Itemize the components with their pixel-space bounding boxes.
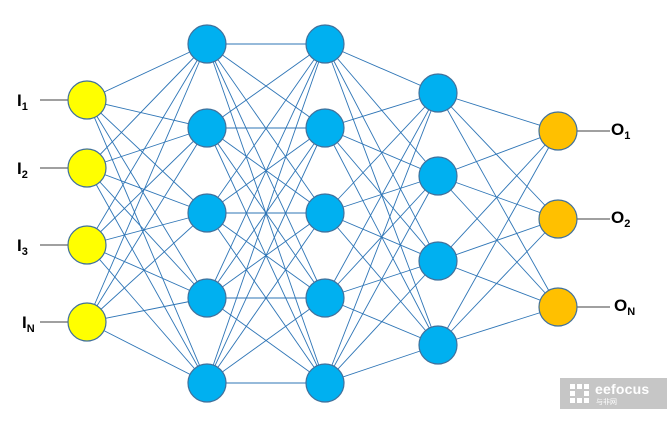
output-node-oN <box>538 287 578 327</box>
hidden-2-node-h2e <box>305 363 345 403</box>
hidden-2-node-h2c <box>305 193 345 233</box>
hidden-2-node-h2b <box>305 108 345 148</box>
output-label-oN: ON <box>614 296 635 318</box>
connection-h3a-oN <box>437 92 559 308</box>
input-label-i1: I1 <box>17 91 28 113</box>
connection-h3a-o2 <box>437 92 559 220</box>
connection-i2-h1d <box>86 167 208 299</box>
output-label-o1: O1 <box>611 120 630 142</box>
connection-i1-h1c <box>86 99 208 214</box>
output-label-o2: O2 <box>611 208 630 230</box>
connection-h2a-h3a <box>324 43 439 94</box>
connection-i3-h1c <box>86 212 208 246</box>
connection-h2e-h3d <box>324 344 439 384</box>
connections <box>86 43 559 384</box>
connection-h2c-h3a <box>324 92 439 214</box>
connection-h3a-o1 <box>437 92 559 132</box>
connection-h3c-o1 <box>437 130 559 262</box>
connection-iN-h1d <box>86 297 208 323</box>
hidden-3-node-h3a <box>418 73 458 113</box>
nodes <box>67 24 578 403</box>
hidden-3-node-h3b <box>418 156 458 196</box>
connection-h3d-oN <box>437 306 559 346</box>
connection-h3b-oN <box>437 175 559 308</box>
hidden-1-node-h1b <box>187 108 227 148</box>
connection-h2a-h3b <box>324 43 439 177</box>
connection-iN-h1b <box>86 127 208 323</box>
watermark-name: eefocus <box>595 381 650 397</box>
hidden-1-node-h1e <box>187 363 227 403</box>
connection-i2-h1e <box>86 167 208 384</box>
hidden-1-node-h1d <box>187 278 227 318</box>
input-label-i3: I3 <box>17 236 28 258</box>
hidden-1-node-h1a <box>187 24 227 64</box>
connection-h2c-h3b <box>324 175 439 214</box>
connection-h2b-h3a <box>324 92 439 129</box>
connection-iN-h1c <box>86 212 208 323</box>
input-node-i3 <box>67 225 107 265</box>
connection-i2-h1b <box>86 127 208 169</box>
connection-h3d-o1 <box>437 130 559 346</box>
connection-i3-h1d <box>86 244 208 299</box>
watermark-logo-icon <box>570 384 589 403</box>
connection-i3-h1e <box>86 244 208 384</box>
connection-h1d-h2a <box>206 43 326 299</box>
output-node-o2 <box>538 199 578 239</box>
connection-h1e-h2d <box>206 297 326 384</box>
connection-h1b-h2a <box>206 43 326 129</box>
input-node-i1 <box>67 80 107 120</box>
connection-h1e-h2c <box>206 212 326 384</box>
connection-h3b-o1 <box>437 130 559 177</box>
input-label-i2: I2 <box>17 159 28 181</box>
connection-i1-h1a <box>86 43 208 101</box>
connection-i3-h1a <box>86 43 208 246</box>
hidden-3-node-h3d <box>418 325 458 365</box>
connection-i3-h1b <box>86 127 208 246</box>
connection-h3c-o2 <box>437 218 559 262</box>
input-output-lines <box>40 99 610 323</box>
connection-h2e-h3b <box>324 175 439 384</box>
input-label-iN: IN <box>22 313 35 335</box>
connection-h2b-h3b <box>324 127 439 177</box>
connection-iN-h1a <box>86 43 208 323</box>
connection-i2-h1a <box>86 43 208 169</box>
connection-h3c-oN <box>437 260 559 308</box>
hidden-2-node-h2d <box>305 278 345 318</box>
output-node-o1 <box>538 111 578 151</box>
watermark-subtitle: 与非网 <box>596 398 617 406</box>
connection-iN-h1e <box>86 321 208 384</box>
input-node-i2 <box>67 148 107 188</box>
connection-h1c-h2a <box>206 43 326 214</box>
hidden-2-node-h2a <box>305 24 345 64</box>
connection-h3b-o2 <box>437 175 559 220</box>
connection-i1-h1d <box>86 99 208 299</box>
connection-h2e-h3a <box>324 92 439 384</box>
connection-i1-h1b <box>86 99 208 129</box>
connection-h2e-h3c <box>324 260 439 384</box>
input-node-iN <box>67 302 107 342</box>
hidden-3-node-h3c <box>418 241 458 281</box>
hidden-1-node-h1c <box>187 193 227 233</box>
connection-h2d-h3a <box>324 92 439 299</box>
connection-i2-h1c <box>86 167 208 214</box>
connection-h1e-h2b <box>206 127 326 384</box>
connection-h1e-h2a <box>206 43 326 384</box>
connection-h3d-o2 <box>437 218 559 346</box>
watermark: eefocus 与非网 <box>560 378 667 409</box>
